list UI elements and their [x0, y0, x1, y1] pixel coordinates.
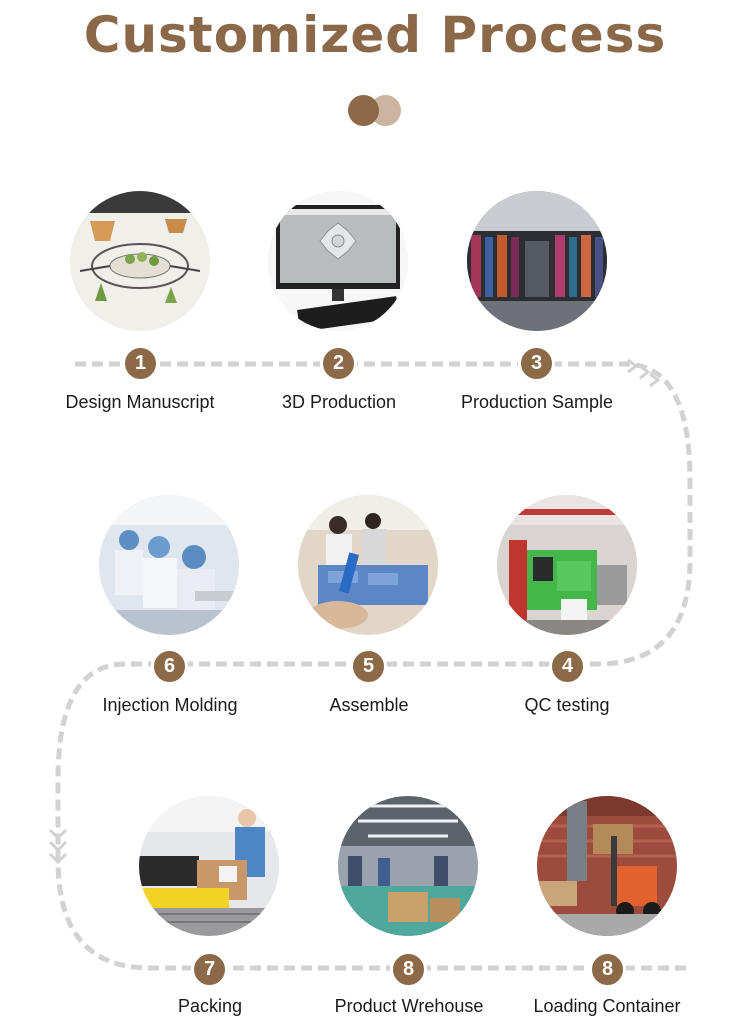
step-number-badge: 5	[350, 648, 387, 685]
route-arrow-icon	[48, 828, 68, 865]
step-label: Packing	[177, 996, 243, 1016]
step-number-badge: 2	[320, 345, 357, 382]
design-sketch-image	[70, 191, 210, 331]
sample-showroom-image	[467, 191, 607, 331]
workshop-workers-image	[99, 495, 239, 635]
page-title: Customized Process	[83, 6, 667, 64]
step-label: Assemble	[329, 695, 409, 715]
step-number-badge: 1	[122, 345, 159, 382]
warehouse-image	[338, 796, 478, 936]
step-number-badge: 4	[549, 648, 586, 685]
step-label: Injection Molding	[102, 695, 238, 715]
packing-conveyor-image	[139, 796, 279, 936]
step-label: 3D Production	[281, 392, 397, 412]
title-decoration-dots	[348, 95, 404, 127]
step-number-badge: 8	[390, 951, 427, 988]
step-label: Loading Container	[533, 996, 681, 1016]
step-label: Product Wrehouse	[334, 996, 484, 1016]
forklift-container-image	[537, 796, 677, 936]
step-number-badge: 6	[151, 648, 188, 685]
dot-dark	[348, 95, 379, 126]
injection-machine-image	[497, 495, 637, 635]
step-number-badge: 3	[518, 345, 555, 382]
3d-modeling-monitor-image	[268, 191, 408, 331]
step-number-badge: 8	[589, 951, 626, 988]
step-number-badge: 7	[191, 951, 228, 988]
route-arrow-icon	[627, 358, 661, 388]
step-label: Production Sample	[460, 392, 614, 412]
assembly-workers-image	[298, 495, 438, 635]
step-label: Design Manuscript	[65, 392, 215, 412]
step-label: QC testing	[524, 695, 610, 715]
